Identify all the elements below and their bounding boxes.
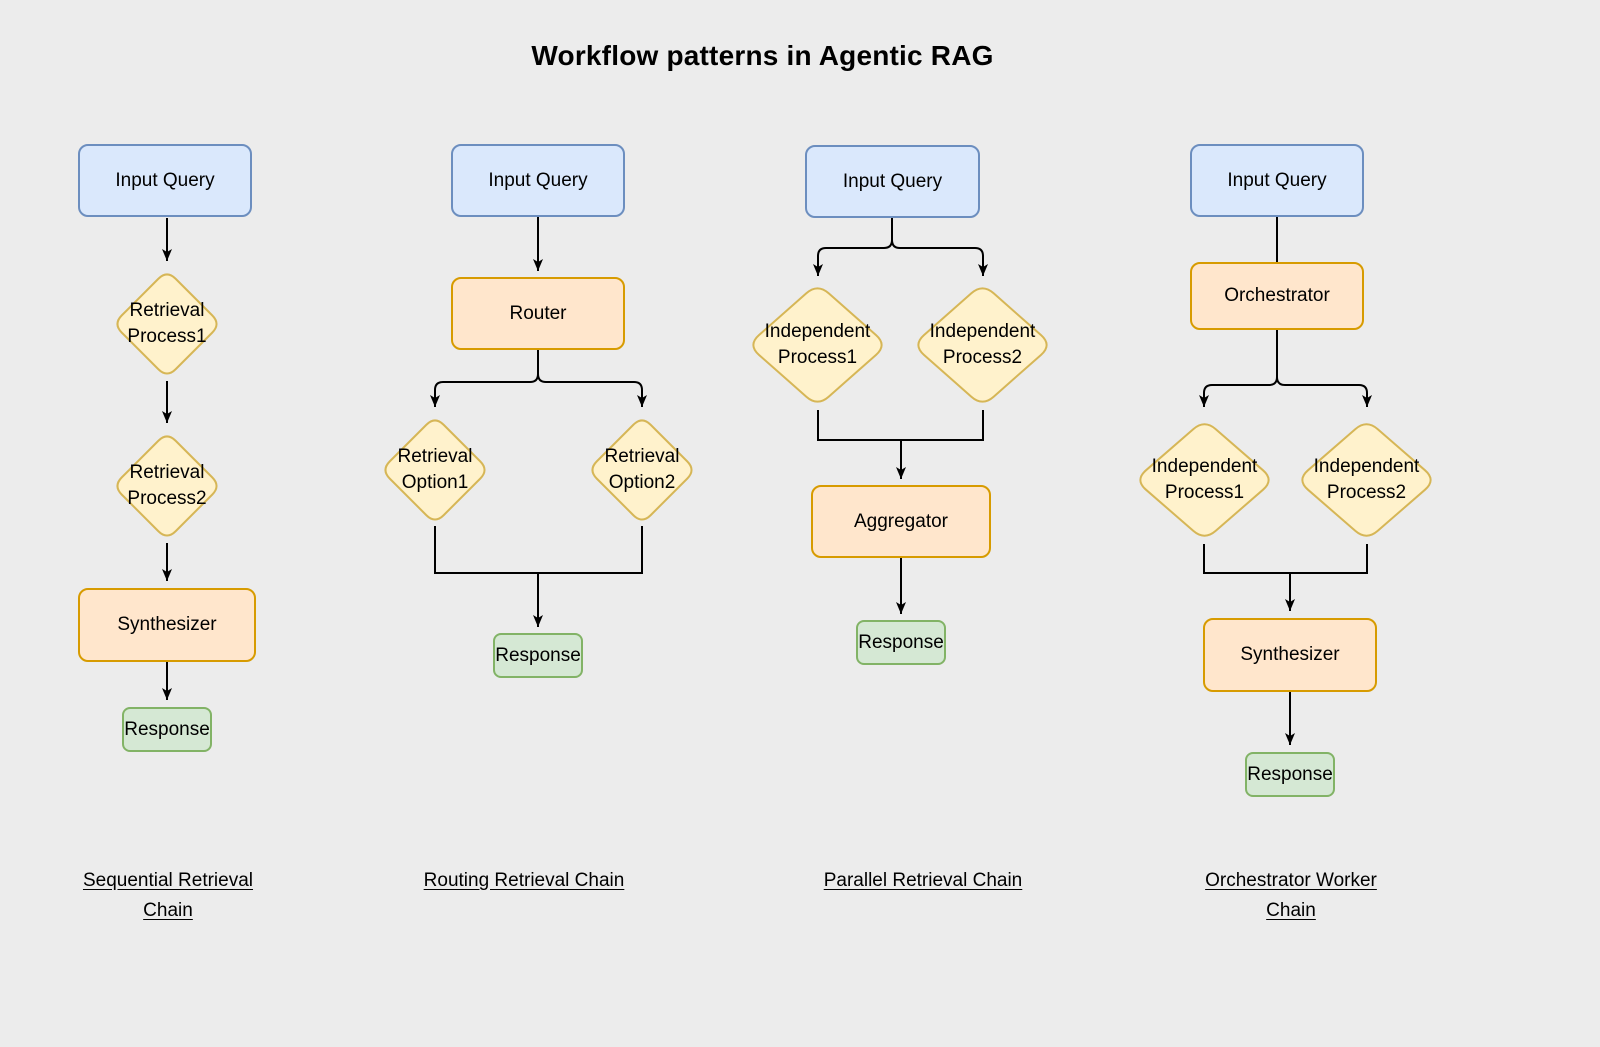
orch-response-node: Response <box>1245 752 1335 797</box>
arrow-router-to-option1 <box>430 350 539 407</box>
route-option1-node: Retrieval Option1 <box>379 414 491 526</box>
node-label: Synthesizer <box>1240 644 1340 666</box>
node-label: Input Query <box>1227 169 1327 191</box>
node-label: Aggregator <box>853 510 948 532</box>
diagram-title: Workflow patterns in Agentic RAG <box>531 40 994 71</box>
seq-retrieval-process1-node: Retrieval Process1 <box>111 268 223 380</box>
node-label: Response <box>858 631 944 653</box>
merge-par-processes <box>817 410 984 441</box>
orch-synthesizer-node: Synthesizer <box>1203 618 1377 692</box>
node-label: Retrieval Option1 <box>397 445 473 493</box>
node-label: Independent Process2 <box>1313 455 1420 503</box>
par-response-node: Response <box>856 620 946 665</box>
arrow-orchestrator-to-process2 <box>1276 330 1372 407</box>
node-label: Independent Process2 <box>929 320 1036 368</box>
node-label: Input Query <box>488 169 588 191</box>
node-label: Input Query <box>115 169 215 191</box>
node-label: Retrieval Process2 <box>127 461 207 509</box>
orch-process1-node: Independent Process1 <box>1132 417 1277 543</box>
node-label: Independent Process1 <box>1151 455 1258 503</box>
merge-orch-processes <box>1203 544 1368 574</box>
node-label: Orchestrator <box>1224 285 1330 307</box>
arrow-par-input-to-process2 <box>891 218 988 276</box>
par-input-query-node: Input Query <box>805 145 980 218</box>
caption-sequential-retrieval-chain: Sequential Retrieval Chain <box>82 870 254 921</box>
caption-orchestrator-worker-chain: Orchestrator Worker Chain <box>1205 870 1377 921</box>
diamond-shape <box>745 281 890 409</box>
seq-input-query-node: Input Query <box>78 144 252 217</box>
node-label: Synthesizer <box>117 614 217 636</box>
diamond-shape <box>586 414 698 526</box>
route-response-node: Response <box>493 633 583 678</box>
node-label: Independent Process1 <box>764 320 871 368</box>
route-option2-node: Retrieval Option2 <box>586 414 698 526</box>
diamond-shape <box>1132 417 1277 543</box>
seq-synthesizer-node: Synthesizer <box>78 588 256 662</box>
arrow-router-to-option2 <box>537 350 647 407</box>
diamond-shape <box>111 268 223 380</box>
node-label: Response <box>124 718 210 740</box>
node-label: Retrieval Option2 <box>604 445 680 493</box>
node-label: Input Query <box>842 170 943 192</box>
caption-routing-retrieval-chain: Routing Retrieval Chain <box>423 870 625 891</box>
caption-parallel-retrieval-chain: Parallel Retrieval Chain <box>823 870 1023 891</box>
merge-route-options <box>434 526 643 574</box>
par-process1-node: Independent Process1 <box>745 281 890 409</box>
node-label: Response <box>495 644 581 666</box>
diamond-shape <box>379 414 491 526</box>
node-label: Router <box>509 302 567 324</box>
node-label: Retrieval Process1 <box>127 299 207 347</box>
diamond-shape <box>1294 417 1439 543</box>
arrow-orchestrator-to-process1 <box>1199 330 1278 407</box>
orch-process2-node: Independent Process2 <box>1294 417 1439 543</box>
par-process2-node: Independent Process2 <box>910 281 1055 409</box>
seq-retrieval-process2-node: Retrieval Process2 <box>111 430 223 542</box>
arrow-par-input-to-process1 <box>813 218 893 276</box>
route-router-node: Router <box>451 277 625 350</box>
orch-orchestrator-node: Orchestrator <box>1190 262 1364 330</box>
seq-response-node: Response <box>122 707 212 752</box>
orch-input-query-node: Input Query <box>1190 144 1364 217</box>
node-label: Response <box>1247 763 1333 785</box>
route-input-query-node: Input Query <box>451 144 625 217</box>
par-aggregator-node: Aggregator <box>811 485 991 558</box>
diamond-shape <box>111 430 223 542</box>
diamond-shape <box>910 281 1055 409</box>
